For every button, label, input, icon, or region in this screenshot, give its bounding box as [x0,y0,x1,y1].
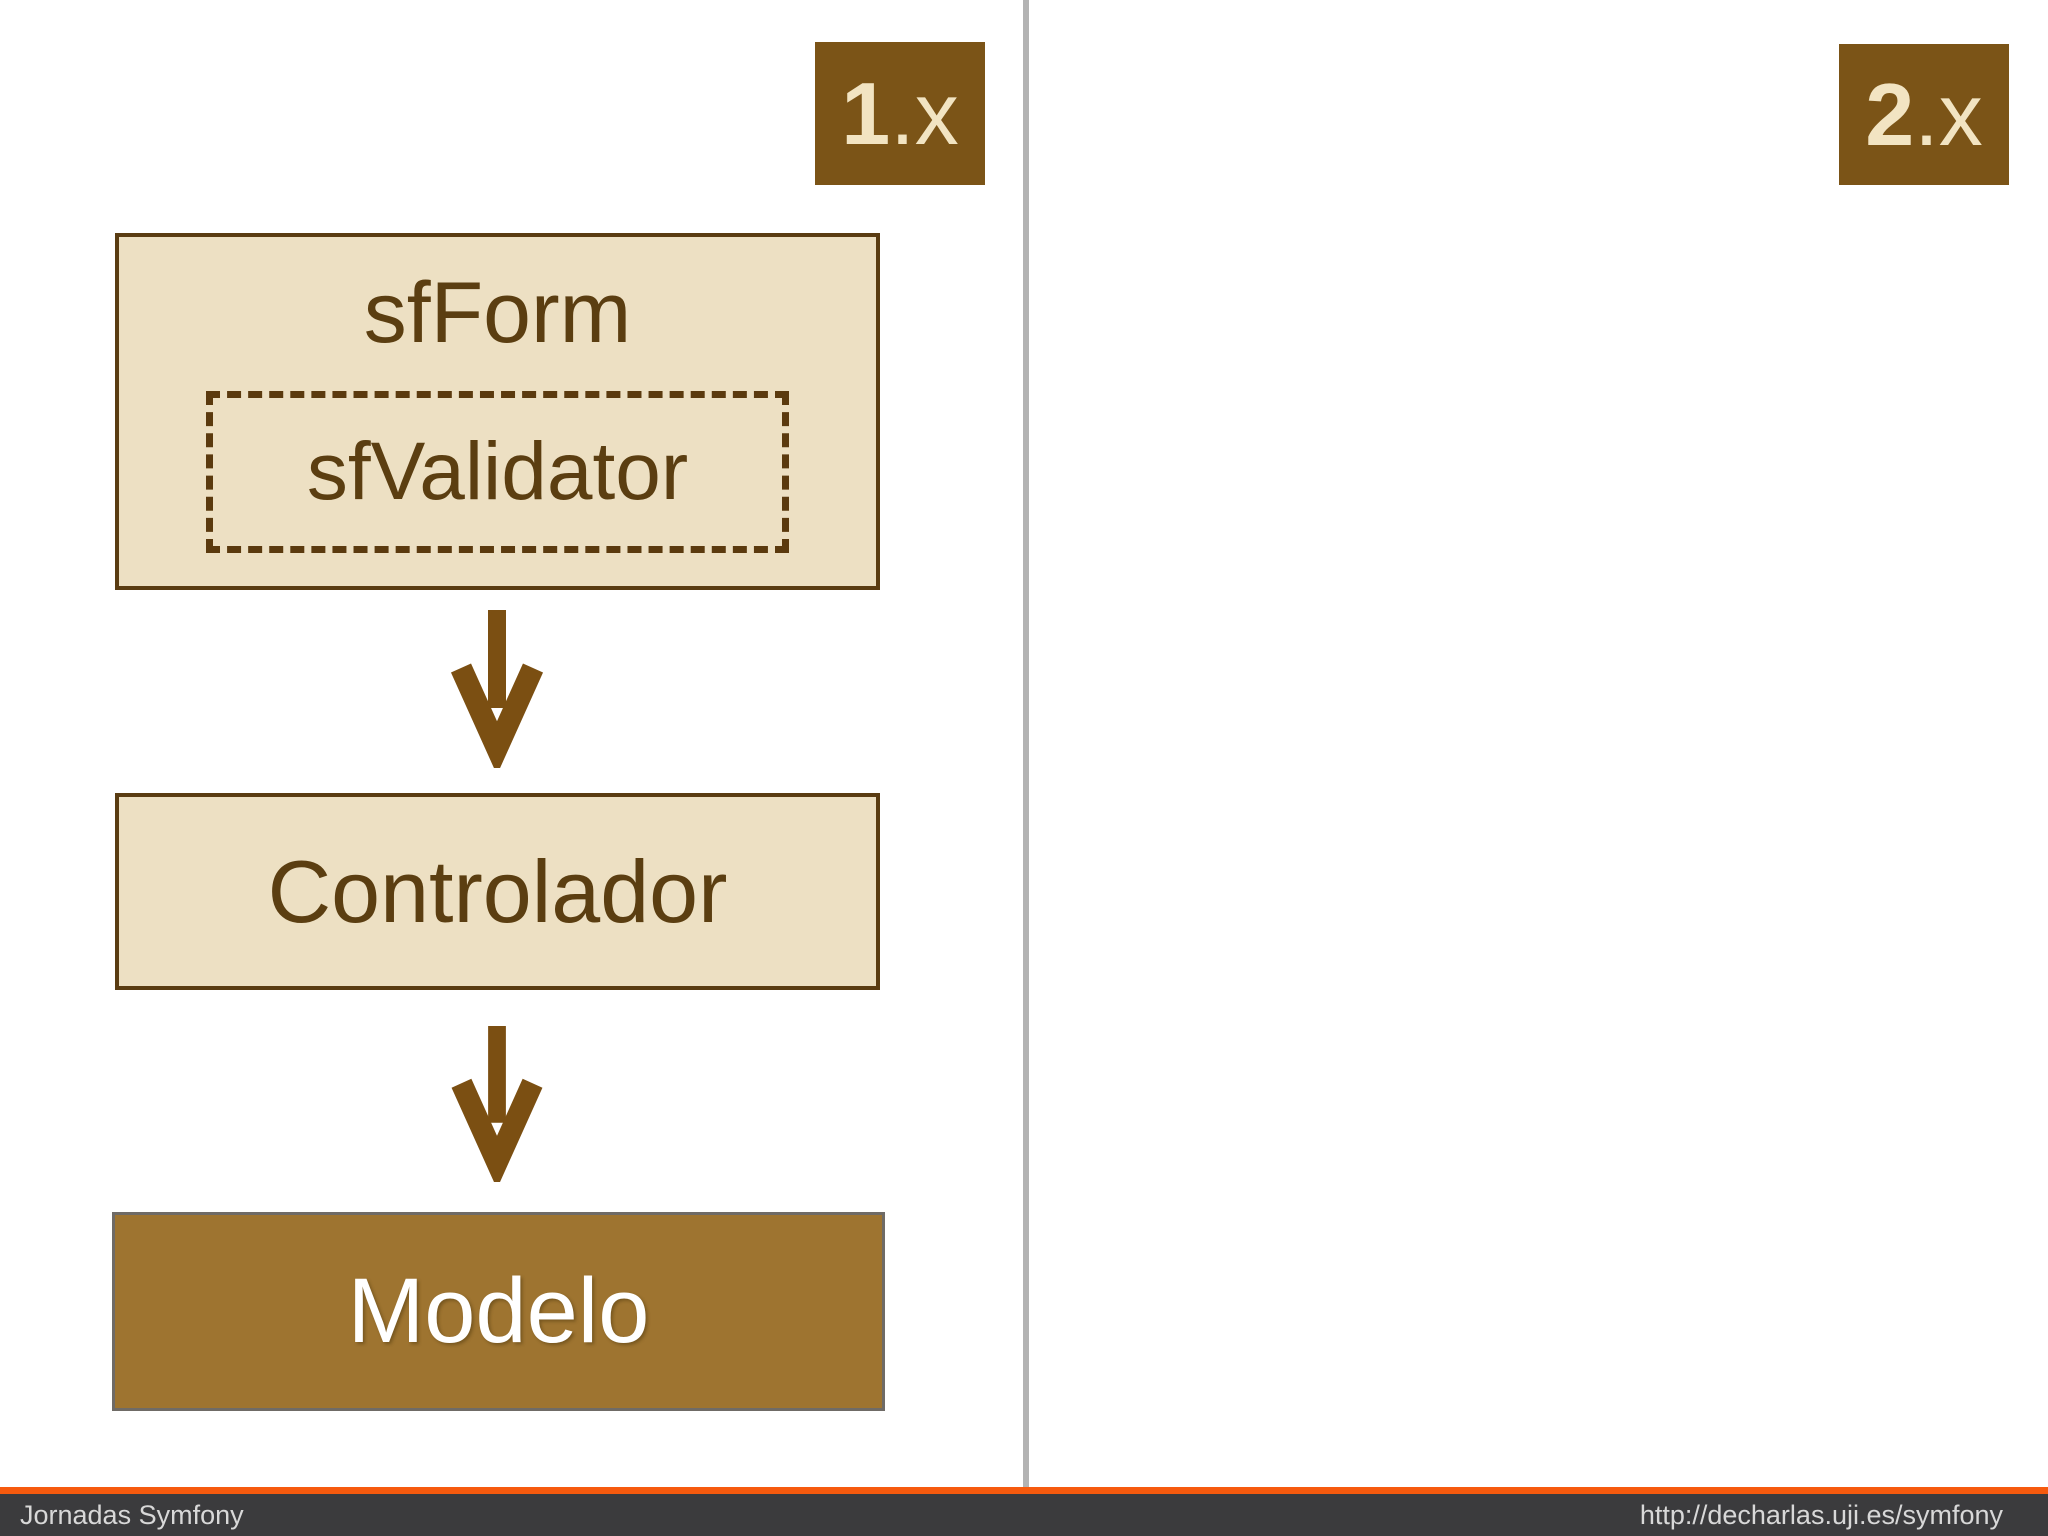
controlador-label: Controlador [267,841,728,941]
modelo-label: Modelo [347,1260,650,1362]
version-number: 2 [1865,64,1915,164]
modelo-box: Modelo [112,1212,885,1411]
footer-bar: Jornadas Symfony http://decharlas.uji.es… [0,1494,2048,1536]
controlador-box: Controlador [115,793,880,990]
sfform-box: sfForm sfValidator [115,233,880,590]
down-arrow-icon [451,1026,543,1182]
sfform-label: sfForm [363,264,632,361]
footer-accent-line [0,1487,2048,1494]
sfvalidator-label: sfValidator [306,426,689,517]
version-number: 1 [841,63,891,163]
sfvalidator-box: sfValidator [206,391,789,553]
version-suffix: .x [1914,64,1983,164]
version-badge-1x: 1.x [815,42,985,185]
column-divider [1023,0,1029,1488]
version-suffix: .x [890,63,959,163]
down-arrow-icon [450,610,544,768]
footer-url: http://decharlas.uji.es/symfony [1639,1499,2003,1530]
footer-event-title: Jornadas Symfony [20,1499,244,1530]
version-badge-2x: 2.x [1839,44,2009,185]
